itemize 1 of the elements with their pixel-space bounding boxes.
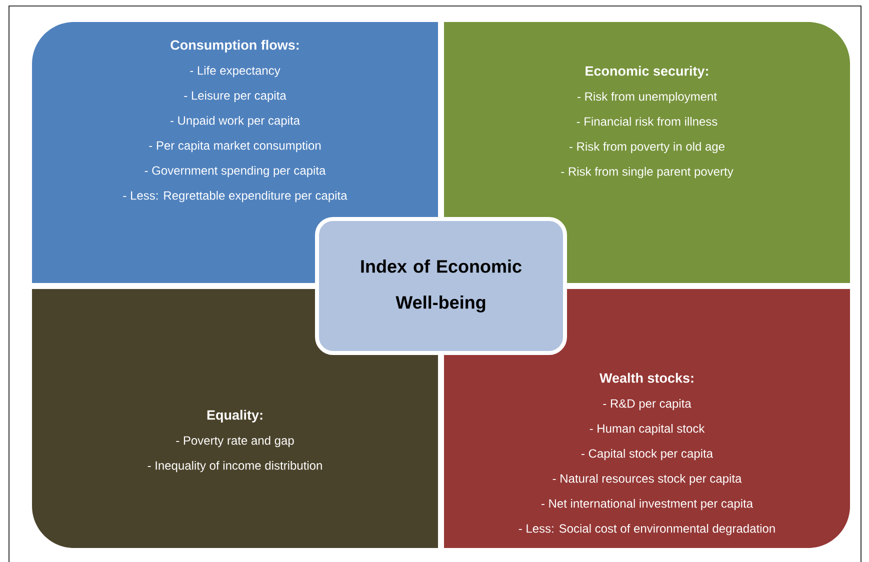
- center-box: Index of Economic Well-being: [315, 217, 567, 355]
